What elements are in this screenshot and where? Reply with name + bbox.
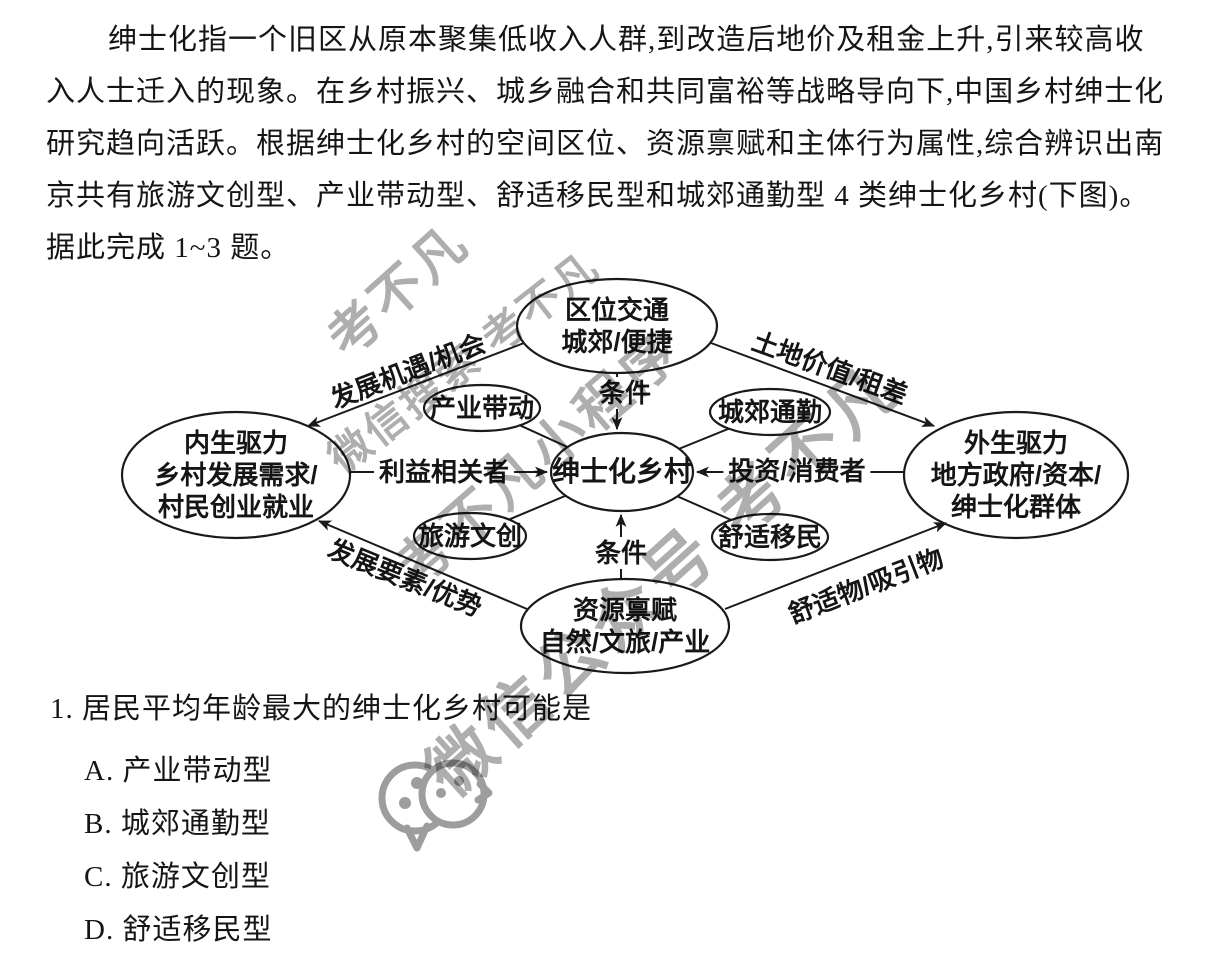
paragraph-line: 研究趋向活跃。根据绅士化乡村的空间区位、资源禀赋和主体行为属性,综合辨识出南 xyxy=(46,128,1165,160)
wechat-right-bubble-tail xyxy=(474,780,493,804)
node-label-line: 外生驱力 xyxy=(963,428,1069,458)
ellipse-amenity-migrant xyxy=(710,512,830,562)
node-label-line: 城郊/便捷 xyxy=(561,327,673,357)
arrow-amenity-attraction xyxy=(724,522,948,610)
ellipse-industry-driven xyxy=(422,383,542,433)
edge-label-condition-bottom: 条件 xyxy=(589,537,653,569)
wechat-left-bubble-tail xyxy=(403,822,431,852)
wechat-right-bubble xyxy=(418,759,488,829)
wechat-eye xyxy=(399,797,411,809)
node-label-line: 资源禀赋 xyxy=(572,595,678,625)
ellipse-gentrified-village xyxy=(549,431,695,513)
wechat-eye xyxy=(454,776,464,786)
diagram-canvas xyxy=(120,277,1130,675)
wechat-eye xyxy=(411,777,423,789)
ellipse-tourism-creative xyxy=(412,511,528,561)
arrow-land-value xyxy=(710,342,936,427)
node-exogenous-drive: 外生驱力 地方政府/资本/ 绅士化群体 xyxy=(931,427,1101,523)
edge-label-investment: 投资/消费者 xyxy=(723,455,871,487)
ellipse-endogenous-drive xyxy=(120,410,352,540)
node-label-line: 自然/文旅/产业 xyxy=(539,627,711,657)
node-resource-endowment: 资源禀赋 自然/文旅/产业 xyxy=(540,594,710,658)
arrow-development-factor xyxy=(318,520,528,610)
node-label-line: 村民创业就业 xyxy=(157,492,315,522)
ellipse-exogenous-drive xyxy=(902,410,1130,540)
edge-label-stakeholder: 利益相关者 xyxy=(373,456,515,488)
wechat-eye xyxy=(436,788,446,798)
node-label-line: 乡村发展需求/ xyxy=(154,460,318,490)
node-label-line: 区位交通 xyxy=(564,295,670,325)
node-endogenous-drive: 内生驱力 乡村发展需求/ 村民创业就业 xyxy=(154,427,317,523)
node-industry-driven: 产业带动 xyxy=(429,393,535,423)
ellipse-suburban-commuter xyxy=(708,387,832,437)
paragraph-line: 据此完成 1~3 题。 xyxy=(46,232,291,264)
question-stem: 1. 居民平均年龄最大的绅士化乡村可能是 xyxy=(50,693,593,725)
ellipse-location-traffic xyxy=(515,277,719,375)
intro-paragraph: 绅士化指一个旧区从原本聚集低收入人群,到改造后地价及租金上升,引来较高收 入人士… xyxy=(46,14,1210,274)
node-suburban-commuter: 城郊通勤 xyxy=(717,397,823,427)
option-c: C. 旅游文创型 xyxy=(84,861,271,893)
option-d: D. 舒适移民型 xyxy=(84,914,273,946)
edge-label-condition-top: 条件 xyxy=(593,377,657,409)
wechat-logo-icon xyxy=(378,759,493,852)
gentrification-diagram: 区位交通 城郊/便捷 内生驱力 乡村发展需求/ 村民创业就业 外生驱力 地方政府… xyxy=(0,262,1224,692)
node-amenity-migrant: 舒适移民 xyxy=(717,522,823,552)
ellipse-resource-endowment xyxy=(519,577,731,675)
node-tourism-creative: 旅游文创 xyxy=(417,521,523,551)
option-a: A. 产业带动型 xyxy=(84,755,273,787)
option-b: B. 城郊通勤型 xyxy=(84,808,271,840)
node-label-line: 绅士化群体 xyxy=(950,492,1082,522)
paragraph-line: 京共有旅游文创型、产业带动型、舒适移民型和城郊通勤型 4 类绅士化乡村(下图)。 xyxy=(46,180,1150,212)
diagram-ellipses xyxy=(120,277,1130,675)
node-location-traffic: 区位交通 城郊/便捷 xyxy=(561,294,672,358)
node-label-line: 地方政府/资本/ xyxy=(930,460,1102,490)
node-label-line: 内生驱力 xyxy=(183,428,289,458)
arrow-development-opportunity xyxy=(306,342,525,427)
wechat-left-bubble xyxy=(378,761,452,835)
paragraph-line: 入人士迁入的现象。在乡村振兴、城乡融合和共同富裕等战略导向下,中国乡村绅士化 xyxy=(46,76,1165,108)
node-gentrified-village: 绅士化乡村 xyxy=(551,456,693,487)
paragraph-line: 绅士化指一个旧区从原本聚集低收入人群,到改造后地价及租金上升,引来较高收 xyxy=(108,24,1145,56)
